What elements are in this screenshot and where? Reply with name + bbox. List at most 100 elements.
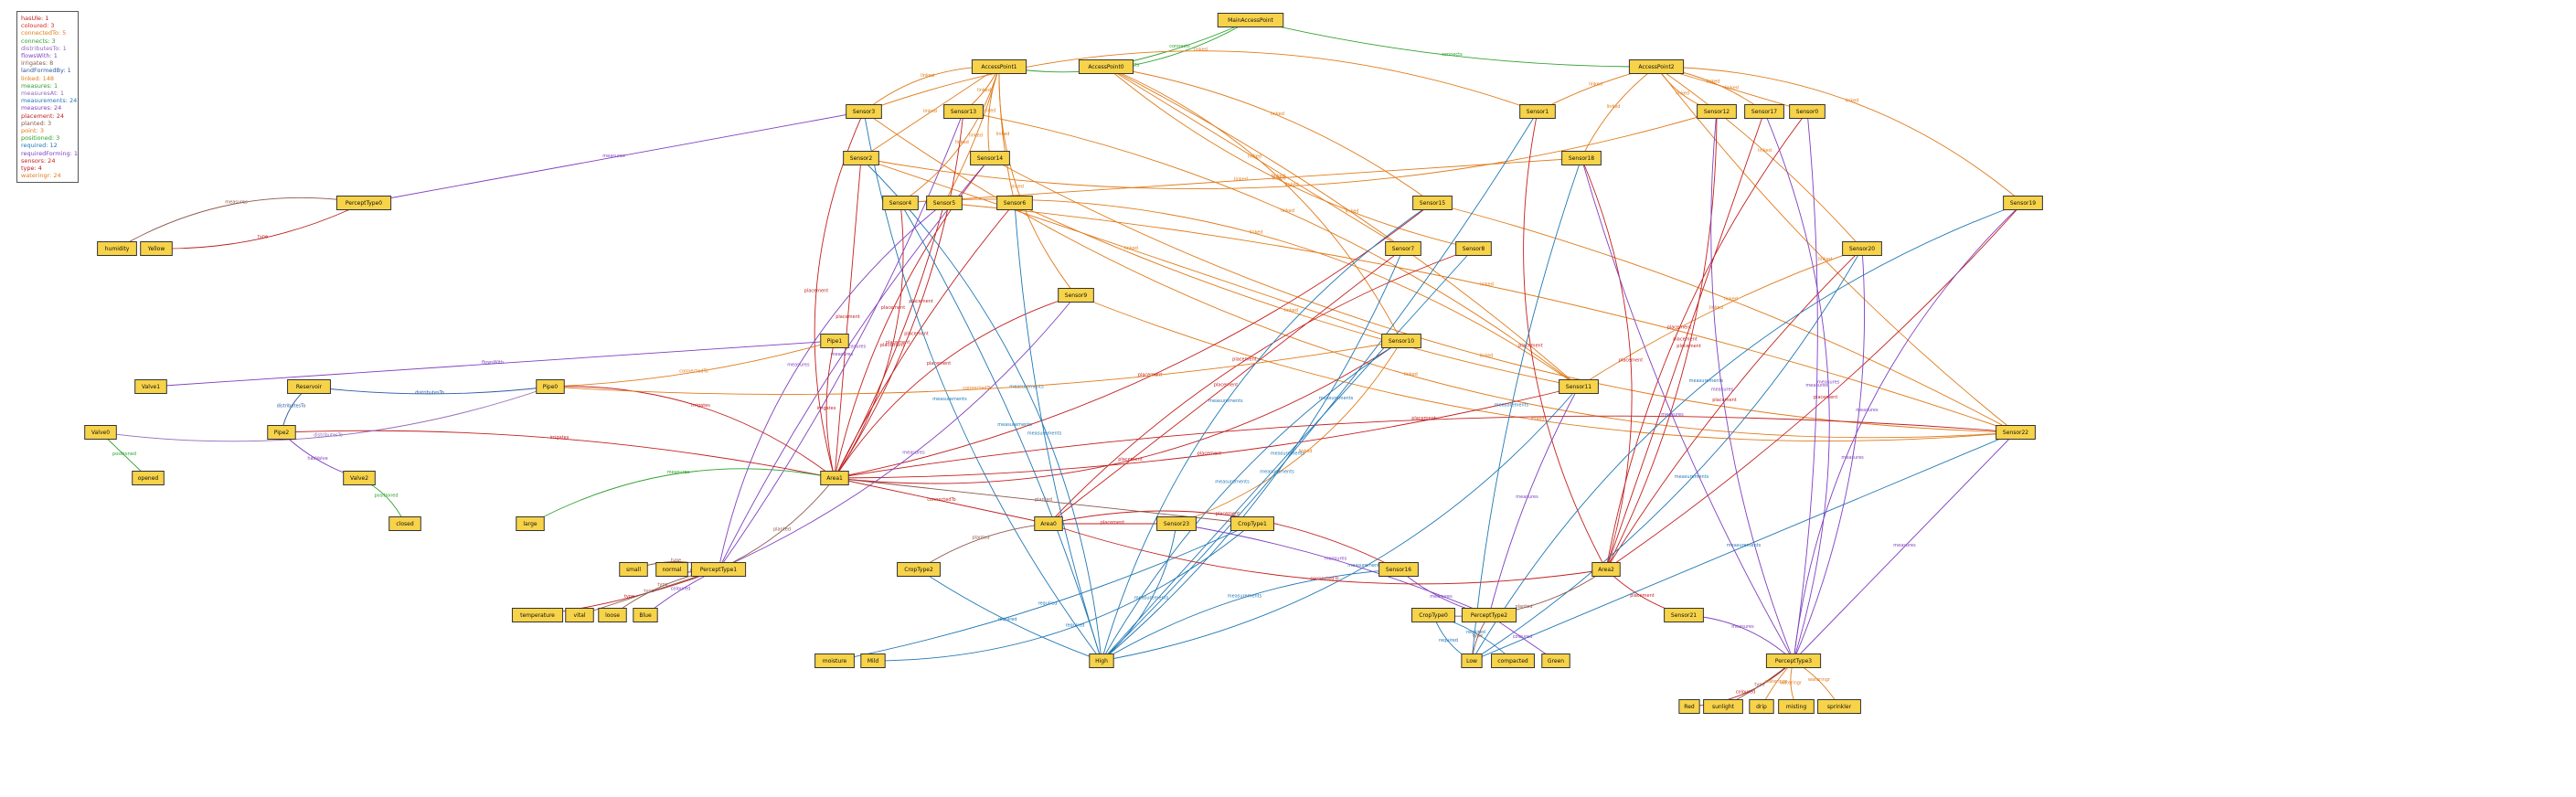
node-box[interactable] — [565, 608, 594, 622]
node-sensor17[interactable]: Sensor17 — [1744, 104, 1784, 119]
node-valve2[interactable]: Valve2 — [343, 471, 376, 485]
node-drip[interactable]: drip — [1749, 699, 1774, 714]
node-box[interactable] — [814, 654, 855, 668]
node-area1[interactable]: Area1 — [820, 471, 849, 485]
node-box[interactable] — [860, 654, 886, 668]
node-mild[interactable]: Mild — [860, 654, 886, 668]
node-green[interactable]: Green — [1541, 654, 1570, 668]
node-sensor10[interactable]: Sensor10 — [1381, 334, 1421, 348]
node-box[interactable] — [1664, 608, 1704, 622]
node-accesspoint1[interactable]: AccessPoint1 — [971, 59, 1027, 74]
node-box[interactable] — [343, 471, 376, 485]
node-box[interactable] — [843, 151, 879, 165]
node-box[interactable] — [598, 608, 627, 622]
node-box[interactable] — [655, 562, 688, 577]
node-sensor3[interactable]: Sensor3 — [846, 104, 882, 119]
node-box[interactable] — [820, 471, 849, 485]
node-mainaccesspoint[interactable]: MainAccessPoint — [1217, 13, 1284, 27]
node-valve1[interactable]: Valve1 — [134, 379, 167, 394]
node-box[interactable] — [2003, 196, 2043, 210]
node-sensor8[interactable]: Sensor8 — [1455, 241, 1492, 256]
node-vital[interactable]: vital — [565, 608, 594, 622]
node-percepttype1[interactable]: PerceptType1 — [690, 562, 747, 577]
node-sensor11[interactable]: Sensor11 — [1559, 379, 1599, 394]
node-sensor4[interactable]: Sensor4 — [882, 196, 919, 210]
node-box[interactable] — [335, 196, 392, 210]
node-box[interactable] — [1381, 334, 1421, 348]
node-low[interactable]: Low — [1461, 654, 1483, 668]
node-box[interactable] — [1034, 516, 1063, 531]
node-humidity[interactable]: humidity — [97, 241, 137, 256]
node-closed[interactable]: closed — [389, 516, 421, 531]
node-box[interactable] — [1559, 379, 1599, 394]
node-croptype2[interactable]: CropType2 — [897, 562, 941, 577]
node-yellow[interactable]: Yellow — [140, 241, 173, 256]
node-loose[interactable]: loose — [598, 608, 627, 622]
node-box[interactable] — [1561, 151, 1602, 165]
node-pipe0[interactable]: Pipe0 — [536, 379, 565, 394]
node-moisture[interactable]: moisture — [814, 654, 855, 668]
node-sensor18[interactable]: Sensor18 — [1561, 151, 1602, 165]
node-box[interactable] — [1765, 654, 1822, 668]
node-box[interactable] — [1058, 288, 1094, 303]
node-box[interactable] — [996, 196, 1033, 210]
node-box[interactable] — [882, 196, 919, 210]
node-high[interactable]: High — [1089, 654, 1114, 668]
node-accesspoint0[interactable]: AccessPoint0 — [1078, 59, 1134, 74]
node-box[interactable] — [1703, 699, 1743, 714]
node-sensor13[interactable]: Sensor13 — [943, 104, 984, 119]
node-percepttype0[interactable]: PerceptType0 — [335, 196, 392, 210]
node-red[interactable]: Red — [1678, 699, 1700, 714]
node-box[interactable] — [1541, 654, 1570, 668]
node-temperature[interactable]: temperature — [511, 608, 564, 622]
node-croptype0[interactable]: CropType0 — [1411, 608, 1455, 622]
node-percepttype3[interactable]: PerceptType3 — [1765, 654, 1822, 668]
node-box[interactable] — [1628, 59, 1685, 74]
node-sensor14[interactable]: Sensor14 — [970, 151, 1010, 165]
node-box[interactable] — [1156, 516, 1197, 531]
node-sensor22[interactable]: Sensor22 — [1996, 425, 2036, 440]
node-box[interactable] — [820, 334, 849, 348]
node-box[interactable] — [1217, 13, 1284, 27]
node-box[interactable] — [633, 608, 658, 622]
node-area0[interactable]: Area0 — [1034, 516, 1063, 531]
node-box[interactable] — [619, 562, 648, 577]
node-box[interactable] — [1230, 516, 1274, 531]
node-box[interactable] — [140, 241, 173, 256]
node-box[interactable] — [1744, 104, 1784, 119]
node-box[interactable] — [1378, 562, 1419, 577]
node-croptype1[interactable]: CropType1 — [1230, 516, 1274, 531]
node-sensor19[interactable]: Sensor19 — [2003, 196, 2043, 210]
node-sensor12[interactable]: Sensor12 — [1697, 104, 1737, 119]
node-valve0[interactable]: Valve0 — [84, 425, 117, 440]
node-box[interactable] — [1591, 562, 1621, 577]
node-sensor21[interactable]: Sensor21 — [1664, 608, 1704, 622]
node-box[interactable] — [267, 425, 296, 440]
node-sunlight[interactable]: sunlight — [1703, 699, 1743, 714]
node-box[interactable] — [516, 516, 545, 531]
node-sensor23[interactable]: Sensor23 — [1156, 516, 1197, 531]
node-large[interactable]: large — [516, 516, 545, 531]
node-box[interactable] — [971, 59, 1027, 74]
node-sensor20[interactable]: Sensor20 — [1842, 241, 1882, 256]
node-box[interactable] — [1078, 59, 1134, 74]
node-box[interactable] — [943, 104, 984, 119]
node-sensor7[interactable]: Sensor7 — [1385, 241, 1421, 256]
node-box[interactable] — [1455, 241, 1492, 256]
node-box[interactable] — [1491, 654, 1535, 668]
node-sensor1[interactable]: Sensor1 — [1519, 104, 1556, 119]
node-sensor5[interactable]: Sensor5 — [926, 196, 963, 210]
node-small[interactable]: small — [619, 562, 648, 577]
node-box[interactable] — [511, 608, 564, 622]
node-accesspoint2[interactable]: AccessPoint2 — [1628, 59, 1685, 74]
node-box[interactable] — [1411, 608, 1455, 622]
node-box[interactable] — [1697, 104, 1737, 119]
node-box[interactable] — [1842, 241, 1882, 256]
node-box[interactable] — [134, 379, 167, 394]
node-box[interactable] — [287, 379, 331, 394]
node-box[interactable] — [1412, 196, 1453, 210]
node-area2[interactable]: Area2 — [1591, 562, 1621, 577]
node-normal[interactable]: normal — [655, 562, 688, 577]
node-pipe2[interactable]: Pipe2 — [267, 425, 296, 440]
node-box[interactable] — [97, 241, 137, 256]
